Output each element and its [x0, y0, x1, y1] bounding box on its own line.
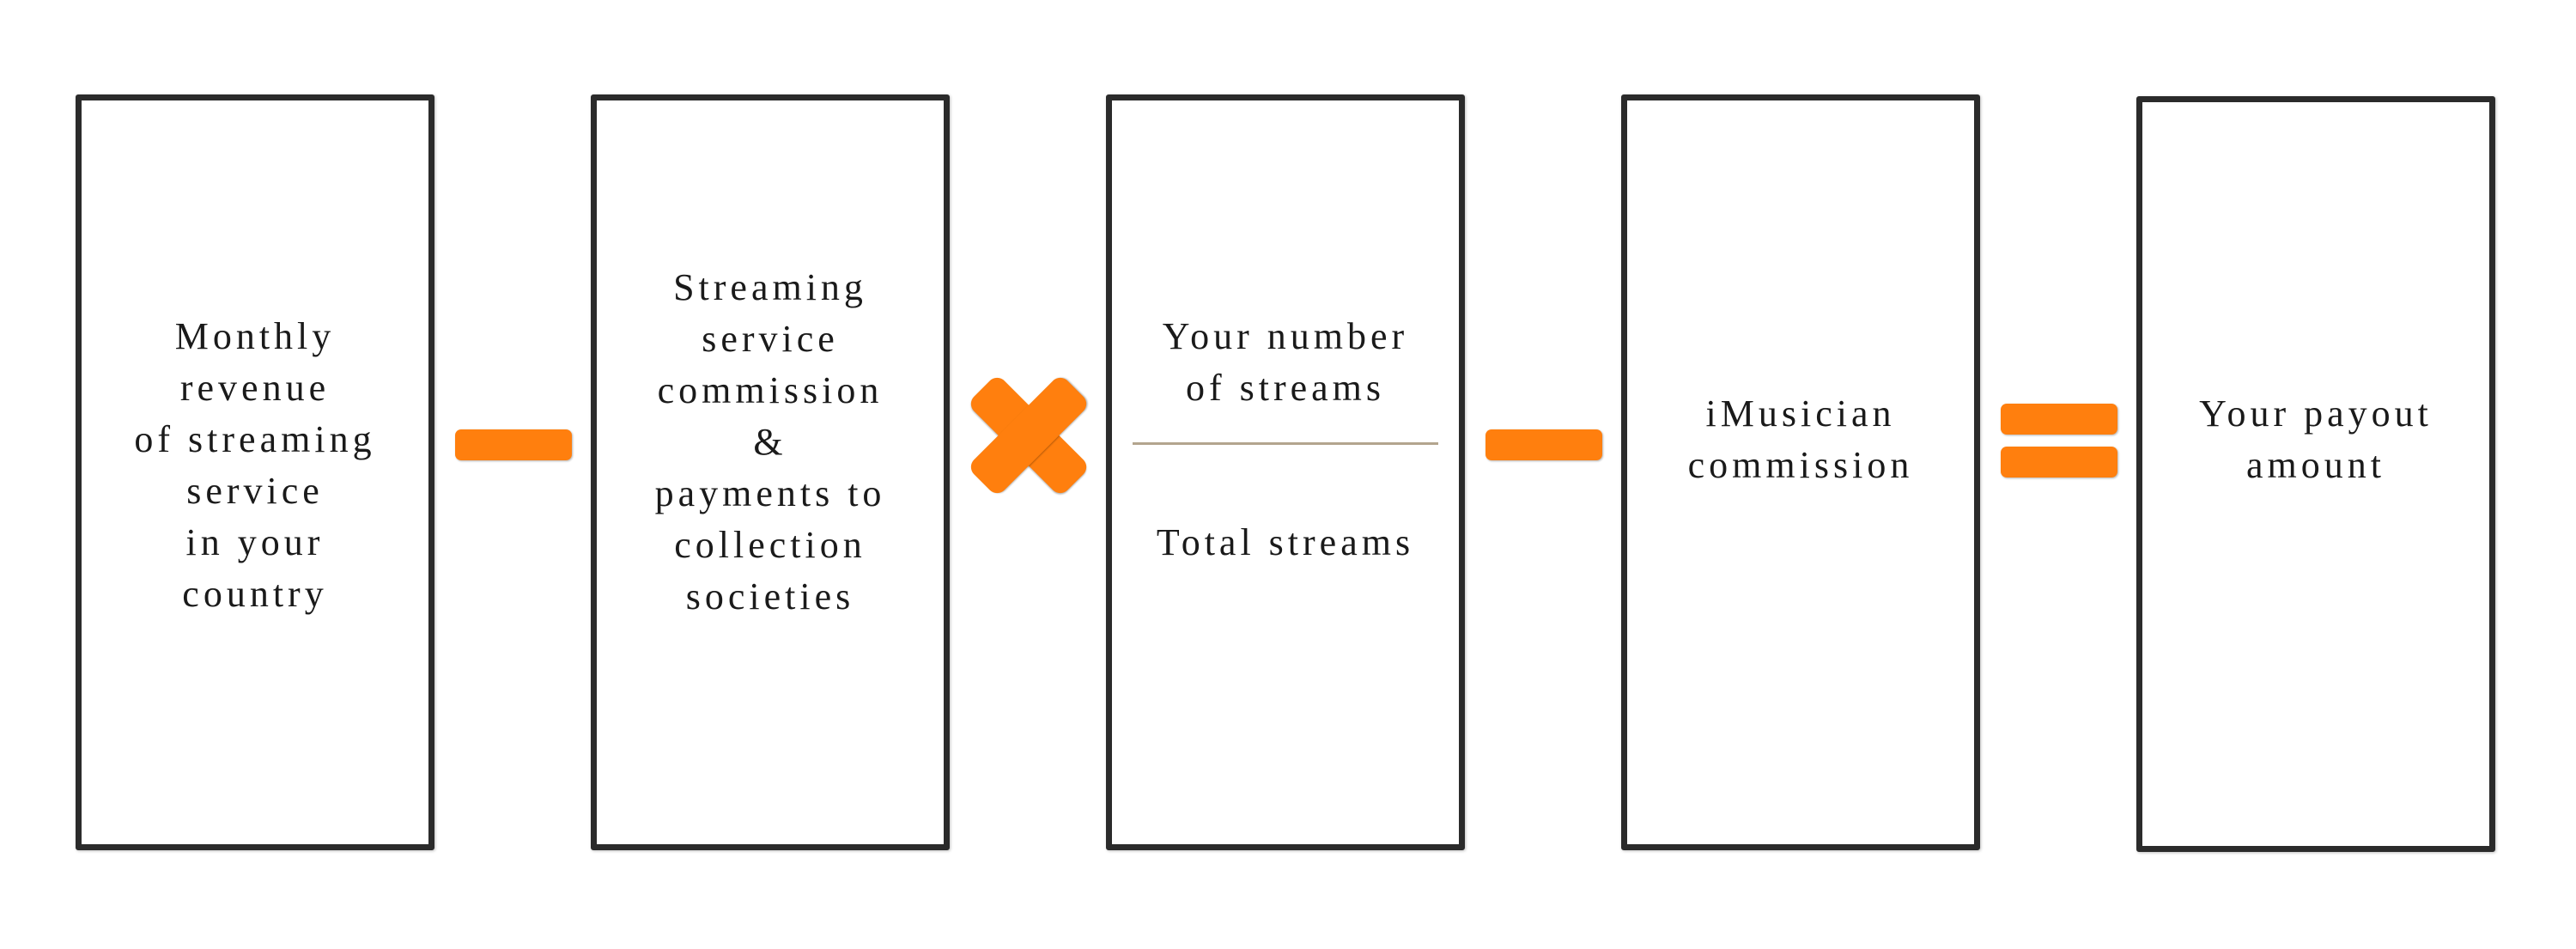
revenue-label: Monthly revenue of streaming service in …	[134, 315, 376, 615]
service-commission-box: Streaming service commission & payments …	[591, 94, 950, 850]
equals-icon	[2001, 404, 2117, 478]
multiply-icon	[966, 373, 1091, 498]
stream-share-denominator: Total streams	[1156, 521, 1415, 563]
imusician-commission-label: iMusician commission	[1687, 392, 1914, 486]
stream-share-box: Your number of streams Total streams	[1106, 94, 1465, 850]
revenue-box: Monthly revenue of streaming service in …	[76, 94, 434, 850]
fraction-line	[1133, 442, 1438, 445]
stream-share-numerator: Your number of streams	[1162, 315, 1409, 409]
payout-box: Your payout amount	[2136, 96, 2495, 852]
minus-icon	[455, 429, 572, 460]
minus-icon	[1485, 429, 1602, 460]
service-commission-label: Streaming service commission & payments …	[654, 266, 886, 617]
imusician-commission-box: iMusician commission	[1621, 94, 1980, 850]
payout-label: Your payout amount	[2199, 392, 2433, 486]
